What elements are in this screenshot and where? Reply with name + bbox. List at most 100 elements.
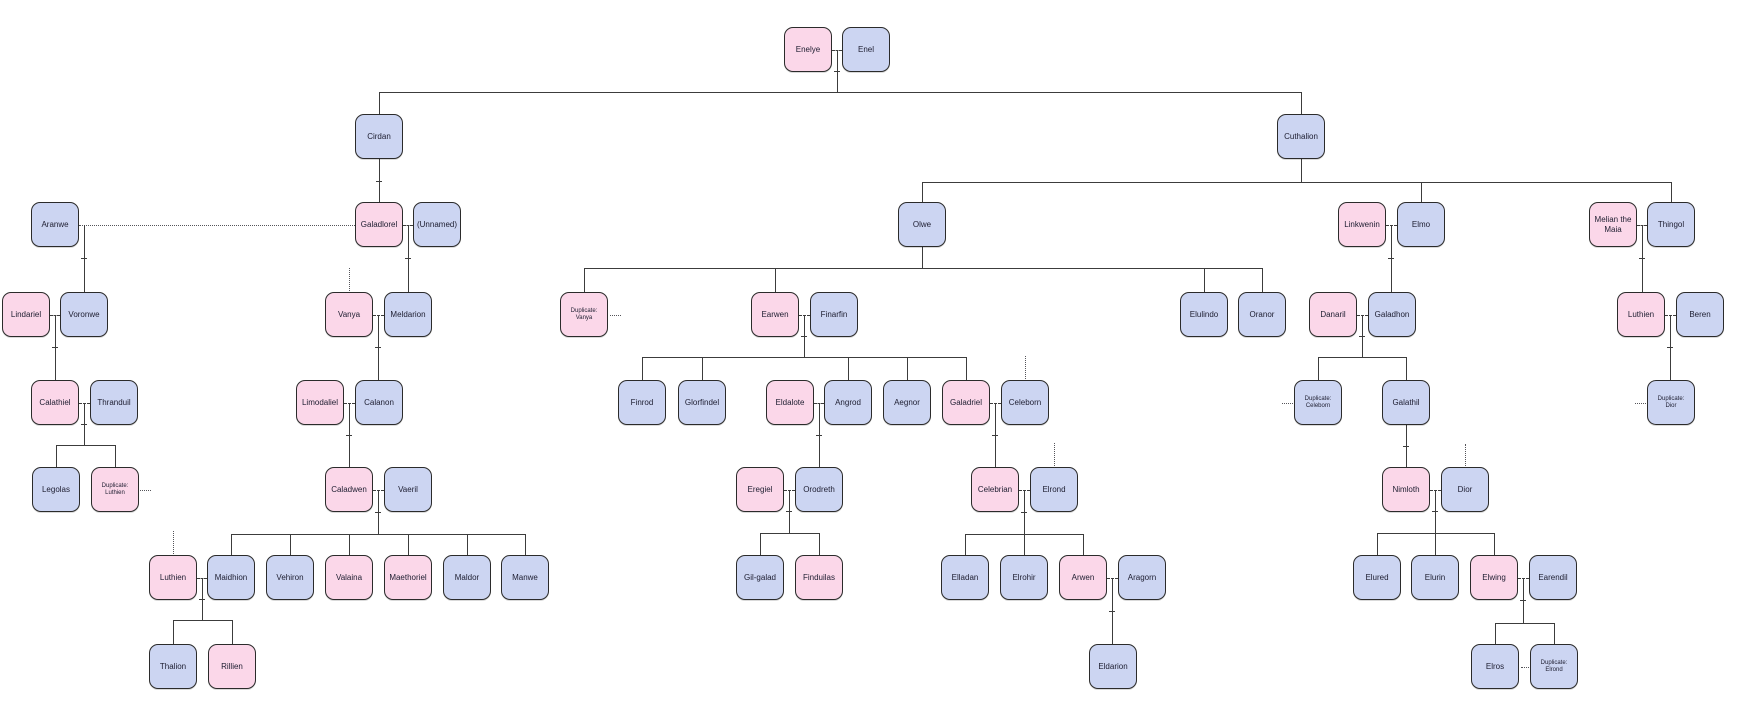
person-node-lindariel[interactable]: Lindariel bbox=[2, 292, 50, 337]
person-node-aragorn[interactable]: Aragorn bbox=[1118, 555, 1166, 600]
person-node-earwen[interactable]: Earwen bbox=[751, 292, 799, 337]
person-node-elmo[interactable]: Elmo bbox=[1397, 202, 1445, 247]
child-drop-line bbox=[922, 182, 923, 202]
person-name-label: Valaina bbox=[335, 572, 363, 582]
person-node-olwe[interactable]: Olwe bbox=[898, 202, 946, 247]
person-node-galadhon[interactable]: Galadhon bbox=[1368, 292, 1416, 337]
person-node-vaeril[interactable]: Vaeril bbox=[384, 467, 432, 512]
person-node-dup_celeborn[interactable]: Duplicate: Celeborn bbox=[1294, 380, 1342, 425]
children-bus-line bbox=[584, 268, 1262, 269]
person-node-elwing[interactable]: Elwing bbox=[1470, 555, 1518, 600]
person-node-voronwe[interactable]: Voronwe bbox=[60, 292, 108, 337]
person-node-vehiron[interactable]: Vehiron bbox=[266, 555, 314, 600]
line-tick bbox=[834, 71, 840, 72]
person-name-label: Galadlorel bbox=[360, 219, 398, 229]
person-node-luthien_r[interactable]: Luthien bbox=[1617, 292, 1665, 337]
person-node-eregiel[interactable]: Eregiel bbox=[736, 467, 784, 512]
person-node-limodaliel[interactable]: Limodaliel bbox=[296, 380, 344, 425]
person-node-calanon[interactable]: Calanon bbox=[355, 380, 403, 425]
person-name-label: Thalion bbox=[159, 661, 187, 671]
person-name-label: Galadhon bbox=[1374, 309, 1410, 319]
person-node-elrohir[interactable]: Elrohir bbox=[1000, 555, 1048, 600]
person-node-nimloth[interactable]: Nimloth bbox=[1382, 467, 1430, 512]
person-node-danaril[interactable]: Danaril bbox=[1309, 292, 1357, 337]
person-name-label: Earendil bbox=[1538, 572, 1568, 582]
person-node-enelye[interactable]: Enelye bbox=[784, 27, 832, 72]
person-name-label: Eldalote bbox=[775, 397, 805, 407]
person-node-maidhion[interactable]: Maidhion bbox=[207, 555, 255, 600]
person-node-finarfin[interactable]: Finarfin bbox=[810, 292, 858, 337]
person-node-maldor[interactable]: Maldor bbox=[443, 555, 491, 600]
person-node-manwe[interactable]: Manwe bbox=[501, 555, 549, 600]
person-node-dior[interactable]: Dior bbox=[1441, 467, 1489, 512]
person-node-gilgalad[interactable]: Gil-galad bbox=[736, 555, 784, 600]
person-node-luthien_l[interactable]: Luthien bbox=[149, 555, 197, 600]
person-node-elured[interactable]: Elured bbox=[1353, 555, 1401, 600]
person-node-galadriel[interactable]: Galadriel bbox=[942, 380, 990, 425]
person-name-label: Celebrian bbox=[977, 484, 1013, 494]
person-node-enel[interactable]: Enel bbox=[842, 27, 890, 72]
child-drop-line bbox=[56, 445, 57, 467]
person-node-melian[interactable]: Melian the Maia bbox=[1589, 202, 1637, 247]
person-node-oranor[interactable]: Oranor bbox=[1238, 292, 1286, 337]
person-node-aegnor[interactable]: Aegnor bbox=[883, 380, 931, 425]
person-node-linkwenin[interactable]: Linkwenin bbox=[1338, 202, 1386, 247]
person-node-aranwe[interactable]: Aranwe bbox=[31, 202, 79, 247]
person-name-label: Beren bbox=[1689, 309, 1711, 319]
line-tick bbox=[375, 512, 381, 513]
person-node-rillien[interactable]: Rillien bbox=[208, 644, 256, 689]
person-node-galadlorel[interactable]: Galadlorel bbox=[355, 202, 403, 247]
person-node-maethoriel[interactable]: Maethoriel bbox=[384, 555, 432, 600]
person-node-beren[interactable]: Beren bbox=[1676, 292, 1724, 337]
child-drop-line bbox=[1024, 534, 1025, 555]
person-node-elros[interactable]: Elros bbox=[1471, 644, 1519, 689]
person-node-cirdan[interactable]: Cirdan bbox=[355, 114, 403, 159]
person-node-finrod[interactable]: Finrod bbox=[618, 380, 666, 425]
person-node-galathil[interactable]: Galathil bbox=[1382, 380, 1430, 425]
person-node-vanya[interactable]: Vanya bbox=[325, 292, 373, 337]
person-node-meldarion[interactable]: Meldarion bbox=[384, 292, 432, 337]
person-node-thingol[interactable]: Thingol bbox=[1647, 202, 1695, 247]
person-node-unnamed[interactable]: (Unnamed) bbox=[413, 202, 461, 247]
person-node-eldarion[interactable]: Eldarion bbox=[1089, 644, 1137, 689]
person-node-thranduil[interactable]: Thranduil bbox=[90, 380, 138, 425]
person-name-label: Vehiron bbox=[276, 572, 304, 582]
line-tick bbox=[375, 347, 381, 348]
person-node-legolas[interactable]: Legolas bbox=[32, 467, 80, 512]
person-node-dup_luthien[interactable]: Duplicate: Luthien bbox=[91, 467, 139, 512]
person-node-elulindo[interactable]: Elulindo bbox=[1180, 292, 1228, 337]
person-node-dup_dior[interactable]: Duplicate: Dior bbox=[1647, 380, 1695, 425]
child-drop-line bbox=[173, 620, 174, 644]
person-node-celebrian[interactable]: Celebrian bbox=[971, 467, 1019, 512]
person-name-label: Thranduil bbox=[97, 397, 131, 407]
duplicate-ref-stub bbox=[1054, 443, 1055, 466]
children-bus-line bbox=[760, 533, 819, 534]
person-name-label: Aranwe bbox=[41, 219, 69, 229]
person-node-celeborn[interactable]: Celeborn bbox=[1001, 380, 1049, 425]
person-node-elrond[interactable]: Elrond bbox=[1030, 467, 1078, 512]
person-node-calathiel[interactable]: Calathiel bbox=[31, 380, 79, 425]
person-node-elladan[interactable]: Elladan bbox=[941, 555, 989, 600]
line-tick bbox=[405, 258, 411, 259]
person-node-thalion[interactable]: Thalion bbox=[149, 644, 197, 689]
person-node-caladwen[interactable]: Caladwen bbox=[325, 467, 373, 512]
person-node-glorfindel[interactable]: Glorfindel bbox=[678, 380, 726, 425]
person-node-valaina[interactable]: Valaina bbox=[325, 555, 373, 600]
children-bus-line bbox=[1318, 357, 1406, 358]
person-node-finduilas[interactable]: Finduilas bbox=[795, 555, 843, 600]
person-name-label: Elured bbox=[1365, 572, 1389, 582]
person-node-earendil[interactable]: Earendil bbox=[1529, 555, 1577, 600]
person-node-dup_elrond[interactable]: Duplicate: Elrond bbox=[1530, 644, 1578, 689]
person-node-arwen[interactable]: Arwen bbox=[1059, 555, 1107, 600]
parent-child-line bbox=[995, 402, 996, 467]
person-node-angrod[interactable]: Angrod bbox=[824, 380, 872, 425]
person-node-dup_vanya[interactable]: Duplicate: Vanya bbox=[560, 292, 608, 337]
duplicate-ref-stub bbox=[140, 490, 151, 491]
person-node-cuthalion[interactable]: Cuthalion bbox=[1277, 114, 1325, 159]
line-tick bbox=[376, 181, 382, 182]
person-node-orodreth[interactable]: Orodreth bbox=[795, 467, 843, 512]
person-node-elurin[interactable]: Elurin bbox=[1411, 555, 1459, 600]
person-node-eldalote[interactable]: Eldalote bbox=[766, 380, 814, 425]
person-name-label: Rillien bbox=[221, 661, 243, 671]
